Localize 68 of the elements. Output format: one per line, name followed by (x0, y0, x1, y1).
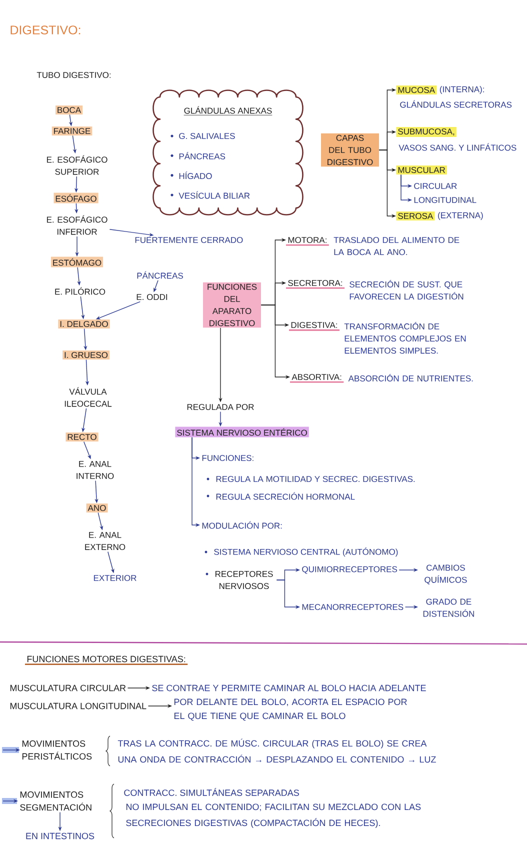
term-label: EN INTESTINOS (26, 832, 94, 840)
term-label: EXTERIOR (94, 575, 136, 581)
highlighted-term: ESTÓMAGO (50, 256, 104, 268)
underlined-term: DIGESTIVA: (289, 322, 340, 331)
term-label: MOVIMIENTOS PERISTÁLTICOS (22, 740, 92, 760)
term-label: MUSCULATURA LONGITUDINAL (10, 702, 146, 710)
term-label: CAMBIOS QUÍMICOS (424, 564, 467, 584)
term-label: FUNCIONES: (202, 455, 254, 461)
description-text: NO IMPULSAN EL CONTENIDO; FACILITAN SU MEZCLADO CON LAS SECRECIONES DIGESTIVAS (COMPACTACIÓN DE HECES). (126, 804, 421, 828)
underlined-term: ABSORTIVA: (290, 374, 344, 383)
list-item: HÍGADO (179, 172, 212, 180)
heading: GLÁNDULAS ANEXAS (184, 106, 272, 116)
term-label: VÁLVULA ILEOCECAL (64, 387, 112, 407)
description-text: TRASLADO DEL ALIMENTO DE LA BOCA AL ANO. (334, 237, 460, 256)
term-label: GRADO DE DISTENSIÓN (423, 598, 474, 617)
description-text: VASOS SANG. Y LINFÁTICOS (398, 143, 516, 151)
description-text: ABSORCIÓN DE NUTRIENTES. (348, 374, 473, 382)
term-label: LONGITUDINAL (414, 197, 476, 203)
list-item: REGULA LA MOTILIDAD Y SECREC. DIGESTIVAS. (216, 476, 415, 482)
highlighted-term: ANO (86, 504, 108, 513)
term-label: E. ODDI (136, 294, 168, 300)
term-label: FUERTEMENTE CERRADO (135, 237, 243, 243)
term-label: E. ANAL INTERNO (76, 460, 114, 480)
list-item: VESÍCULA BILIAR (178, 191, 250, 199)
highlighted-term: SISTEMA NERVIOSO ENTÉRICO (175, 426, 309, 438)
term-label: MOVIMIENTOS SEGMENTACIÓN (20, 791, 92, 811)
heading: FUNCIONES MOTORES DIGESTIVAS: (25, 656, 188, 665)
highlighted-term: BOCA (55, 106, 83, 114)
description-text: POR DELANTE DEL BOLO, ACORTA EL ESPACIO POR EL QUE TIENE QUE CAMINAR EL BOLO (174, 698, 407, 721)
description-text: TRAS LA CONTRACC. DE MÚSC. CIRCULAR (TRAS EL BOLO) SE CREA UNA ONDA DE CONTRACCIÓN → DESPLAZANDO EL CONTENIDO → LUZ (118, 738, 436, 763)
description-text: (EXTERNA) (438, 212, 483, 220)
list-item: PÁNCREAS (179, 152, 226, 160)
highlighted-term: FARINGE (52, 126, 92, 136)
term-label: MODULACIÓN POR: (202, 521, 282, 529)
highlighted-term: RECTO (66, 432, 98, 442)
term-label: E. ESOFÁGICO SUPERIOR (47, 155, 108, 175)
term-label: MECANORRECEPTORES (302, 604, 404, 610)
description-text: TRANSFORMACIÓN DE ELEMENTOS COMPLEJOS EN ELEMENTOS SIMPLES. (344, 322, 466, 354)
description-text: SECRECIÓN DE SUST. QUE FAVORECEN LA DIGESTIÓN (350, 280, 464, 300)
title: DIGESTIVO: (10, 26, 80, 34)
underlined-term: MOTORA: (286, 237, 329, 246)
highlighted-term: ESÓFAGO (54, 192, 98, 204)
term-label: REGULADA POR (187, 404, 254, 410)
term-label: E. ANAL EXTERNO (85, 532, 126, 550)
highlighted-term: SUBMUCOSA, (396, 127, 456, 137)
highlighted-term: CAPAS DEL TUBO DIGESTIVO (321, 133, 379, 167)
term-label: MUSCULATURA CIRCULAR (10, 684, 126, 692)
term-label: PÁNCREAS (137, 271, 183, 279)
highlighted-term: SEROSA (396, 212, 435, 220)
term-label: QUIMIORRECEPTORES (302, 566, 398, 574)
list-item: SISTEMA NERVIOSO CENTRAL (AUTÓNOMO) (214, 547, 398, 557)
highlighted-term: I. GRUESO (62, 350, 110, 360)
description-text: GLÁNDULAS SECRETORAS (400, 100, 512, 108)
term-label: E. PILÓRICO (55, 287, 106, 295)
term-label: CIRCULAR (414, 183, 457, 189)
underlined-term: SECRETORA: (286, 280, 344, 289)
list-item: REGULA SECRECIÓN HORMONAL (216, 492, 355, 500)
highlighted-term: I. DELGADO (58, 320, 110, 329)
highlighted-term: MUCOSA (396, 86, 437, 94)
heading: TUBO DIGESTIVO: (36, 72, 111, 78)
highlighted-term: FUNCIONES DEL APARATO DIGESTIVO (203, 282, 261, 328)
term-label: RECEPTORES NERVIOSOS (215, 570, 273, 590)
description-text: CONTRACC. SIMULTÁNEAS SEPARADAS (124, 788, 299, 796)
highlighted-term: MUSCULAR (396, 166, 447, 174)
term-label: E. ESOFÁGICO INFERIOR (47, 215, 108, 235)
list-item: G. SALIVALES (179, 133, 235, 139)
description-text: (INTERNA): (440, 86, 484, 94)
description-text: SE CONTRAE Y PERMITE CAMINAR AL BOLO HACIA ADELANTE (152, 684, 426, 692)
